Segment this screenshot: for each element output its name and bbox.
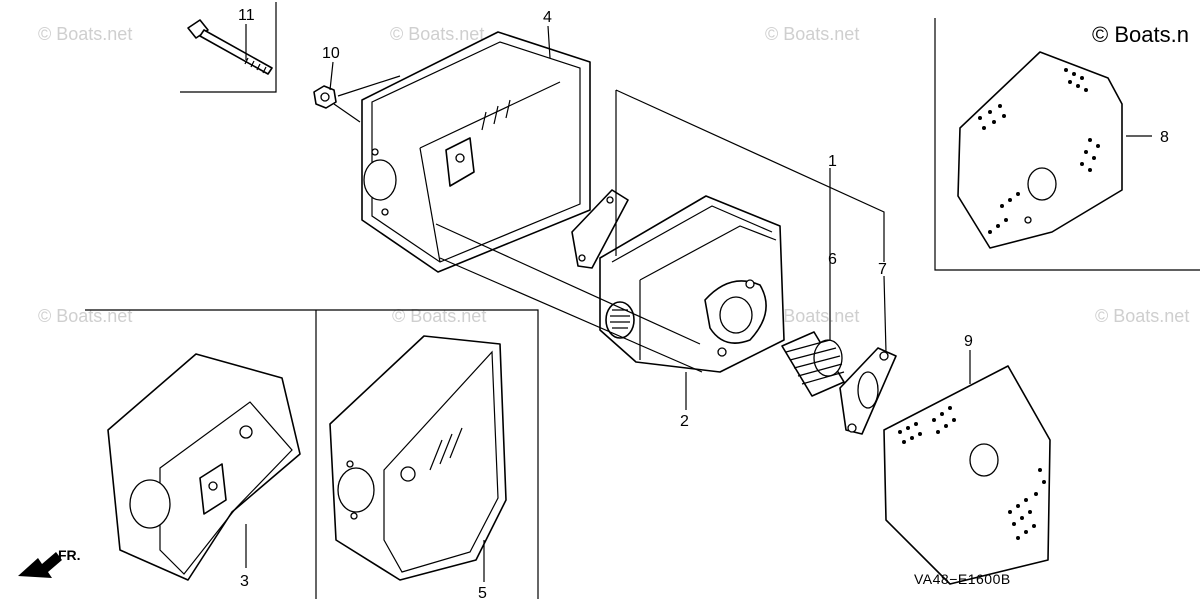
watermark: © Boats.net bbox=[1095, 306, 1189, 326]
watermark: © Boats.net bbox=[38, 306, 132, 326]
direction-label: FR. bbox=[58, 547, 81, 563]
watermark: © Boats.net bbox=[392, 306, 486, 326]
callout-2: 2 bbox=[680, 413, 689, 430]
protector-middle-part bbox=[329, 335, 507, 581]
callout-5: 5 bbox=[478, 585, 487, 599]
callout-3: 3 bbox=[240, 573, 249, 590]
watermark: © Boats.net bbox=[38, 24, 132, 44]
watermark: © Boats.net bbox=[390, 24, 484, 44]
copyright-corner: © Boats.n bbox=[1092, 22, 1189, 47]
watermark: © Boats.net bbox=[765, 306, 859, 326]
callout-6: 6 bbox=[828, 251, 837, 268]
gasket-part bbox=[839, 347, 897, 435]
callout-11: 11 bbox=[238, 7, 255, 24]
cover-part bbox=[361, 31, 591, 273]
bolt-box bbox=[180, 2, 277, 93]
callout-7: 7 bbox=[878, 261, 887, 278]
callout-8: 8 bbox=[1160, 129, 1169, 146]
shield-lower-part bbox=[883, 365, 1051, 585]
direction-arrow: FR. bbox=[18, 547, 81, 578]
screen-part bbox=[781, 331, 845, 397]
shield-part bbox=[957, 51, 1123, 249]
watermarks: © Boats.net © Boats.net © Boats.net © Bo… bbox=[38, 22, 1189, 326]
bolt-part bbox=[187, 19, 273, 75]
leader-lines bbox=[245, 24, 1152, 582]
muffler-part bbox=[599, 195, 785, 373]
callouts: 1 2 3 4 5 6 7 8 9 10 11 bbox=[238, 7, 1169, 599]
callout-10: 10 bbox=[322, 45, 340, 62]
callout-1: 1 bbox=[828, 153, 837, 170]
nut-part bbox=[313, 85, 337, 109]
protector-left-part bbox=[107, 353, 301, 581]
callout-4: 4 bbox=[543, 9, 552, 26]
frame-lines bbox=[85, 2, 1200, 599]
protector-box bbox=[85, 309, 539, 599]
gasket-plate-part bbox=[571, 189, 629, 269]
watermark: © Boats.net bbox=[765, 24, 859, 44]
diagram-code: VA48−E1600B bbox=[914, 571, 1011, 587]
callout-9: 9 bbox=[964, 333, 973, 350]
shield-box bbox=[934, 18, 1200, 271]
